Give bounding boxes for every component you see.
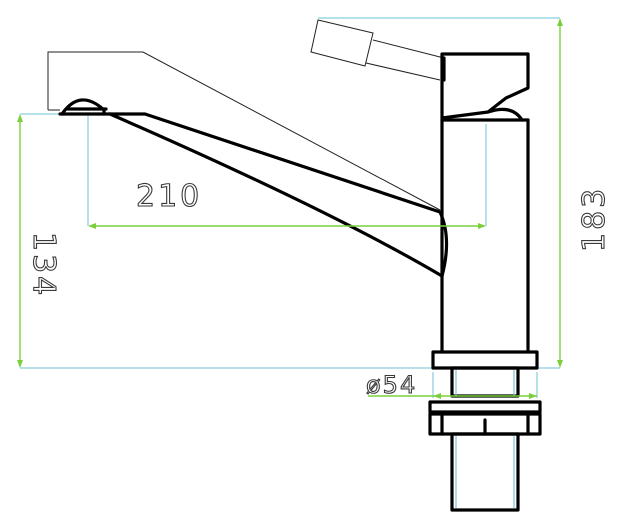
dimension-lines bbox=[17, 18, 563, 399]
dim-label-134: 134 bbox=[26, 232, 61, 298]
dim-label-210: 210 bbox=[136, 179, 202, 214]
dim-label-diameter-54: ø54 bbox=[366, 371, 417, 399]
spout-raised-outline bbox=[47, 51, 441, 211]
faucet-body bbox=[58, 52, 539, 370]
extension-lines bbox=[20, 17, 560, 398]
mounting-shank bbox=[428, 366, 542, 512]
dim-label-183: 183 bbox=[577, 186, 612, 252]
lever-handle-raised bbox=[310, 19, 445, 81]
dimension-labels: 210 134 183 ø54 bbox=[25, 178, 612, 399]
